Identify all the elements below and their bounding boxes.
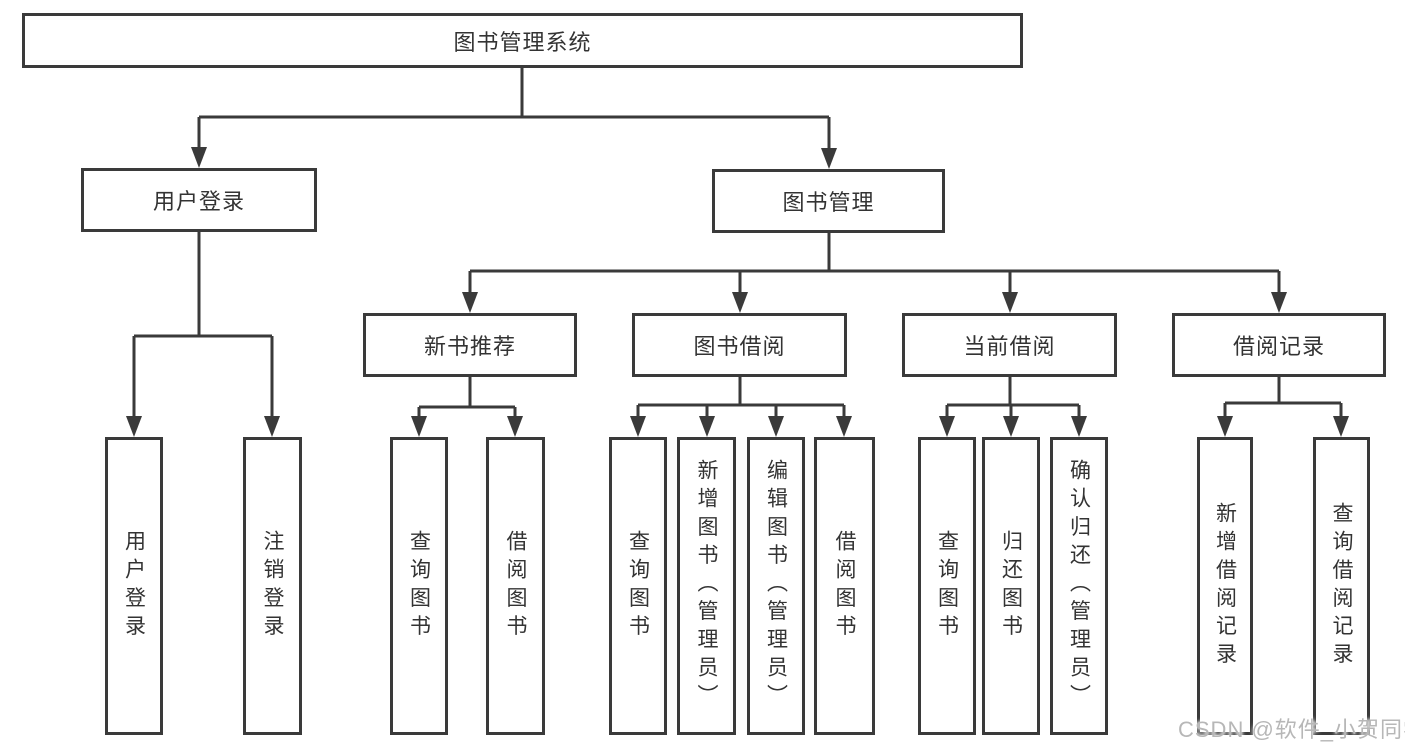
node-book-borrow: 图书借阅 [632,313,847,377]
node-user-login: 用户登录 [81,168,317,232]
arrowheads [126,147,1349,437]
csdn-watermark: CSDN @软件_小贺同学 [1178,717,1405,742]
node-current-borrow: 当前借阅 [902,313,1117,377]
node-borrow-records: 借阅记录 [1172,313,1386,377]
leaf-query-books-recommend: 查询图书 [390,437,448,735]
leaf-add-book-admin: 新增图书（管理员） [677,437,736,735]
leaf-logout: 注销登录 [243,437,302,735]
leaf-borrow-books: 借阅图书 [814,437,875,735]
leaf-query-books-current: 查询图书 [918,437,976,735]
leaf-user-login: 用户登录 [105,437,163,735]
leaf-add-borrow-record: 新增借阅记录 [1197,437,1253,735]
leaf-return-book: 归还图书 [982,437,1040,735]
leaf-borrow-books-recommend: 借阅图书 [486,437,545,735]
leaf-confirm-return-admin: 确认归还（管理员） [1050,437,1108,735]
node-book-management: 图书管理 [712,169,945,233]
leaf-edit-book-admin: 编辑图书（管理员） [747,437,805,735]
leaf-query-books-borrow: 查询图书 [609,437,667,735]
node-system-root: 图书管理系统 [22,13,1023,68]
node-new-book-recommend: 新书推荐 [363,313,577,377]
leaf-query-borrow-record: 查询借阅记录 [1313,437,1370,735]
